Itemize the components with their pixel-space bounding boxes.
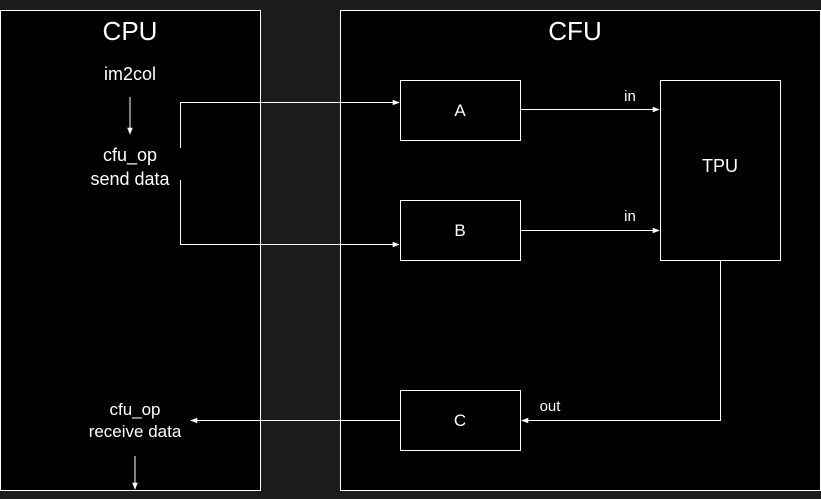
tpu-input-a-label: in: [624, 88, 636, 105]
buffer-a-label: A: [454, 101, 466, 120]
cpu-title: CPU: [103, 16, 158, 46]
tpu-box: [660, 80, 781, 261]
buffer-c-box: [400, 390, 521, 451]
buffer-c-label: C: [454, 411, 466, 430]
tpu-to-c-arrow: [521, 260, 721, 424]
cpu-panel: [0, 10, 261, 491]
tpu-input-b-label: in: [624, 208, 636, 225]
buffer-a-box: [400, 80, 521, 141]
cfu-op-receive-label-line-1: cfu_op: [109, 400, 160, 419]
cfu-op-send-label-line-2: send data: [90, 169, 170, 189]
buffer-b-box: [400, 200, 521, 261]
tpu-output-label: out: [540, 398, 562, 415]
cfu-title: CFU: [548, 16, 601, 46]
send-to-a-arrow: [180, 99, 400, 148]
cfu-op-send-label-line-1: cfu_op: [103, 145, 157, 166]
cfu-op-receive-label-line-2: receive data: [89, 422, 182, 441]
tpu-label: TPU: [702, 156, 738, 176]
send-to-b-arrow: [180, 180, 400, 248]
im2col-step-label: im2col: [104, 64, 156, 84]
buffer-b-label: B: [454, 221, 465, 240]
